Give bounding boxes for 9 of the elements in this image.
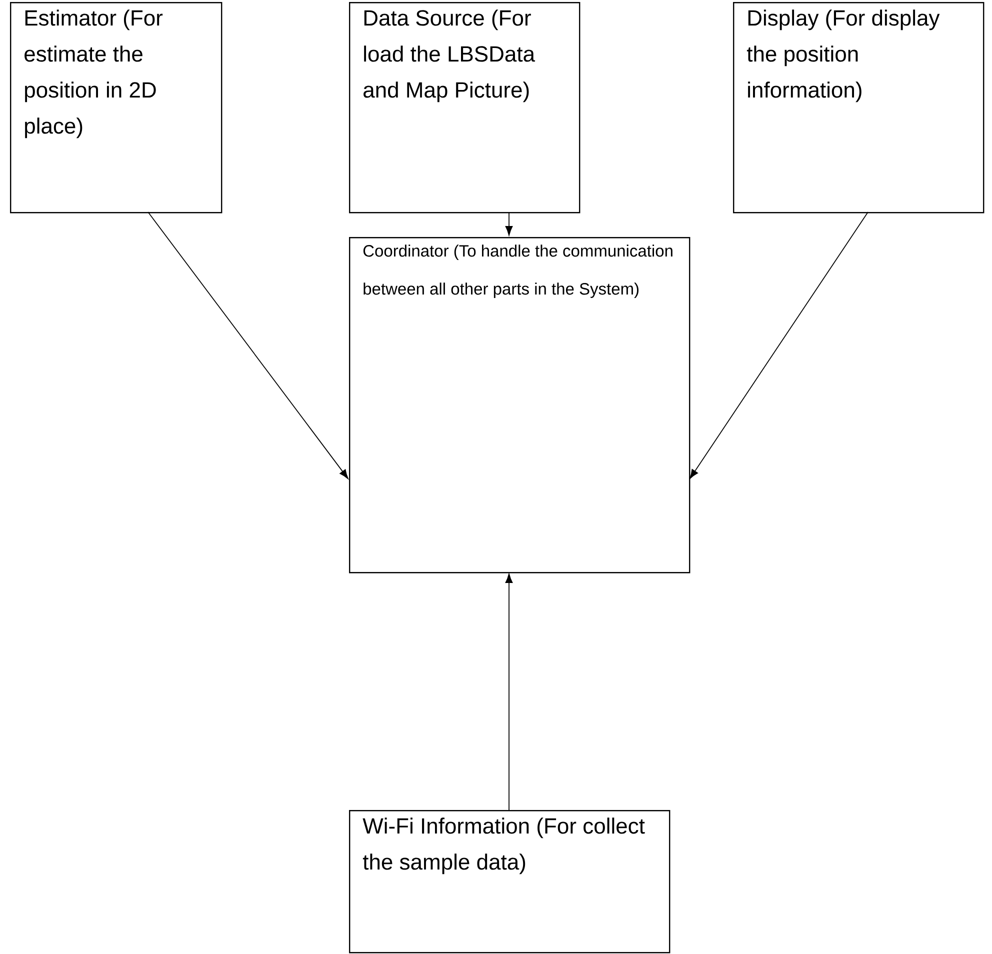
arrow xyxy=(505,212,513,236)
process-box: Coordinator (To handle the communication between all other parts in the System) xyxy=(349,237,690,574)
arrow xyxy=(690,212,868,479)
process-box: Wi-Fi Information (For collect the sample data) xyxy=(349,810,670,954)
process-box: Display (For display the position information) xyxy=(733,2,984,214)
arrow xyxy=(505,573,513,810)
process-box: Data Source (For load the LBSData and Map Picture) xyxy=(349,2,580,214)
arrow xyxy=(148,212,348,479)
process-box: Estimator (For estimate the position in 2D place) xyxy=(10,2,222,214)
